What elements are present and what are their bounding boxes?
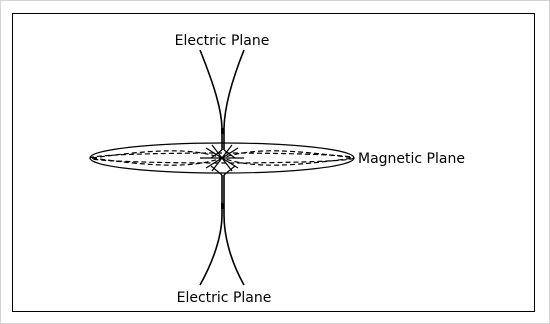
electric-plane-bottom: [199, 165, 245, 286]
magnetic-plane-label: Magnetic Plane: [358, 151, 465, 167]
electric-plane-top-label: Electric Plane: [175, 33, 270, 49]
electric-plane-bottom-label: Electric Plane: [177, 290, 272, 306]
electric-plane-top: [199, 49, 245, 159]
center-spokes: [200, 144, 244, 172]
